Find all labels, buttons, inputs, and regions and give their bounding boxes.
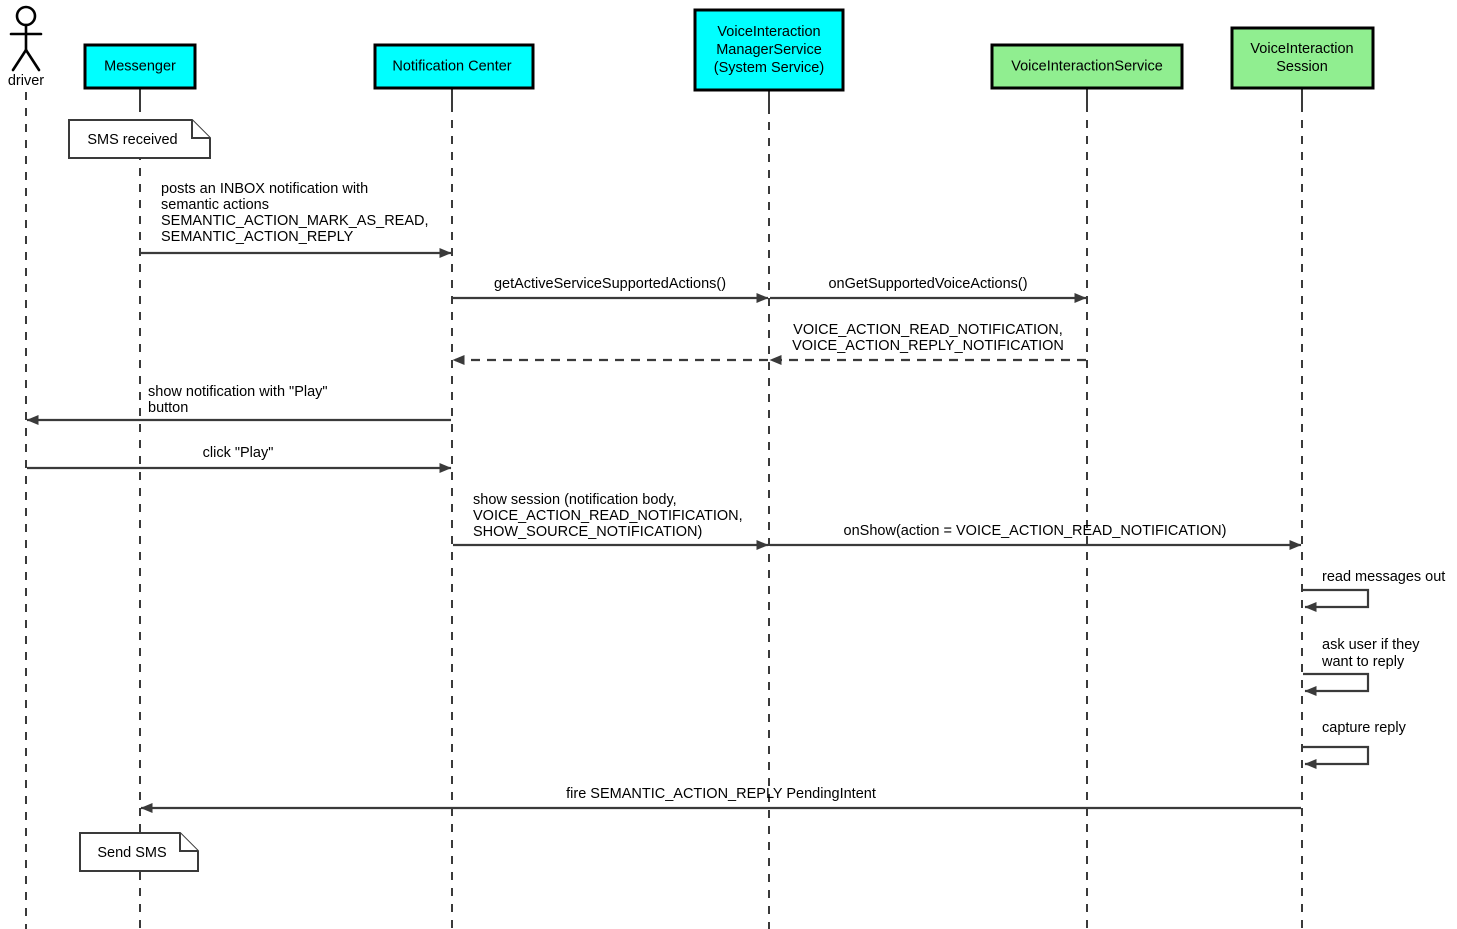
participant-label-voice-interaction-session: VoiceInteraction (1250, 41, 1353, 57)
message-label: VOICE_ACTION_READ_NOTIFICATION, (793, 322, 1063, 338)
msg-show-notification-play-button: show notification with "Play"button (26, 384, 451, 425)
participant-box-voice-interaction-service[interactable] (990, 43, 1184, 90)
message-label: posts an INBOX notification with (161, 181, 368, 197)
note-text: SMS received (87, 132, 177, 148)
actor-head-icon (15, 5, 37, 27)
lifelines-group (25, 88, 1303, 929)
self-capture-reply: capture reply (1303, 720, 1407, 769)
msg-return-voice-actions-to-manager: VOICE_ACTION_READ_NOTIFICATION,VOICE_ACT… (769, 322, 1086, 365)
message-label: VOICE_ACTION_READ_NOTIFICATION, (473, 508, 743, 524)
messages-group: posts an INBOX notification withsemantic… (26, 181, 1302, 813)
participant-box-voice-interaction-manager-service[interactable] (693, 8, 845, 92)
msg-fire-semantic-action-reply-pending-intent: fire SEMANTIC_ACTION_REPLY PendingIntent (140, 786, 1301, 813)
note-body (79, 832, 199, 872)
participant-label-voice-interaction-manager-service: VoiceInteraction (717, 24, 820, 40)
self-message-label: want to reply (1321, 654, 1405, 670)
message-label: VOICE_ACTION_REPLY_NOTIFICATION (792, 338, 1064, 354)
self-message-label: read messages out (1322, 569, 1445, 585)
note-fold-corner-icon (191, 120, 210, 139)
participant-label-messenger: Messenger (104, 58, 176, 74)
note-body (68, 119, 211, 159)
participant-voice-interaction-service[interactable]: VoiceInteractionService (990, 43, 1184, 90)
participants-group: Messenger Notification Center VoiceInterac… (83, 8, 1375, 92)
self-read-messages-out: read messages out (1303, 569, 1445, 612)
message-label: SHOW_SOURCE_NOTIFICATION) (473, 524, 702, 540)
actor-label: driver (8, 73, 44, 89)
participant-box-messenger[interactable] (83, 43, 197, 90)
message-label: SEMANTIC_ACTION_MARK_AS_READ, (161, 213, 429, 229)
participant-label-voice-interaction-manager-service: (System Service) (714, 60, 824, 76)
note-fold-corner-icon (179, 833, 198, 852)
participant-messenger[interactable]: Messenger (83, 43, 197, 90)
participant-box-notification-center[interactable] (373, 43, 535, 90)
actor-left-leg-icon (11, 48, 28, 72)
message-label: show session (notification body, (473, 492, 677, 508)
self-message-label: ask user if they (1322, 637, 1420, 653)
message-label: onShow(action = VOICE_ACTION_READ_NOTIFI… (844, 523, 1227, 539)
msg-on-get-supported-voice-actions: onGetSupportedVoiceActions() (770, 276, 1087, 303)
msg-click-play: click "Play" (27, 445, 452, 473)
message-label: fire SEMANTIC_ACTION_REPLY PendingIntent (566, 786, 876, 802)
msg-show-session: show session (notification body,VOICE_AC… (453, 492, 769, 550)
msg-on-show: onShow(action = VOICE_ACTION_READ_NOTIFI… (770, 523, 1302, 550)
participant-label-voice-interaction-manager-service: ManagerService (716, 42, 822, 58)
msg-get-active-service-supported-actions: getActiveServiceSupportedActions() (453, 276, 769, 303)
participant-box-voice-interaction-session[interactable] (1230, 26, 1375, 90)
self-message-label: capture reply (1322, 720, 1407, 736)
actors-group: driver (8, 5, 44, 89)
message-label: SEMANTIC_ACTION_REPLY (161, 229, 354, 245)
participant-label-voice-interaction-session: Session (1276, 59, 1328, 75)
message-label: semantic actions (161, 197, 269, 213)
message-label: show notification with "Play" (148, 384, 328, 400)
message-label: button (148, 400, 188, 416)
note-text: Send SMS (97, 845, 166, 861)
message-label: getActiveServiceSupportedActions() (494, 276, 726, 292)
participant-label-voice-interaction-service: VoiceInteractionService (1011, 58, 1163, 74)
msg-post-inbox-notification: posts an INBOX notification withsemantic… (141, 181, 452, 258)
self-message-arrow (1303, 588, 1370, 612)
participant-label-notification-center: Notification Center (392, 58, 511, 74)
actor-right-leg-icon (24, 48, 41, 72)
self-message-arrow (1303, 745, 1370, 769)
participant-notification-center[interactable]: Notification Center (373, 43, 535, 90)
self-message-arrow (1303, 672, 1370, 696)
message-label: click "Play" (203, 445, 274, 461)
message-label: onGetSupportedVoiceActions() (828, 276, 1027, 292)
note-send-sms: Send SMS (79, 832, 199, 872)
actor-driver: driver (8, 5, 44, 89)
note-sms-received: SMS received (68, 119, 211, 159)
